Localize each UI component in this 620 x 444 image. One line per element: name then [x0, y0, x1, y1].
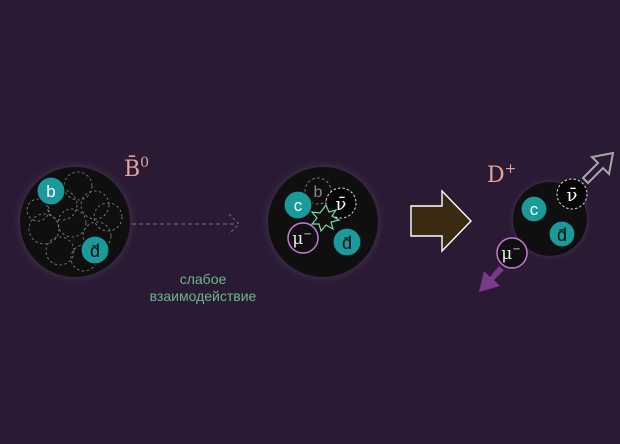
quark-c-label: c [294, 196, 303, 215]
escaping-antineutrino [556, 178, 588, 210]
muon-label: μ− [292, 229, 311, 249]
initial-meson-label: B̄0 [124, 155, 149, 182]
quark-dbar-label: d̄ [90, 241, 100, 261]
up-right-arrow-icon [581, 151, 615, 185]
initial-hadron: b d̄ [11, 158, 139, 286]
quark-b [36, 176, 66, 206]
quark-dbar [80, 235, 110, 265]
quark-dbar [332, 227, 362, 257]
process-label-line1: слабое [180, 271, 227, 287]
antineutrino-label: ν̄ [336, 194, 347, 215]
ghost-quark-b-label: b [314, 184, 323, 201]
down-left-arrow-icon [479, 266, 504, 292]
final-meson-label: D+ [487, 161, 516, 188]
escaping-antineutrino-label: ν̄ [567, 185, 578, 206]
quark-dbar-label: d̄ [342, 233, 352, 253]
initial-hadron-body [20, 167, 130, 277]
process-label-line2: взаимодействие [150, 288, 257, 304]
ghost-quark-b [304, 177, 332, 205]
quark-c [283, 190, 313, 220]
quark-c-label: c [530, 200, 539, 219]
escaping-muon-label: μ− [501, 244, 520, 264]
quark-dbar [548, 220, 576, 248]
quark-dbar-label: d̄ [557, 225, 567, 245]
escaping-muon [496, 237, 528, 269]
quark-b-label: b [46, 182, 55, 201]
quark-c [520, 195, 548, 223]
starburst-icon [310, 203, 341, 233]
weak-transition-arrow [132, 213, 240, 235]
intermediate-hadron: b c ν̄ μ− d̄ [259, 158, 387, 286]
right-arrow-icon [410, 189, 472, 253]
muon [287, 222, 319, 254]
